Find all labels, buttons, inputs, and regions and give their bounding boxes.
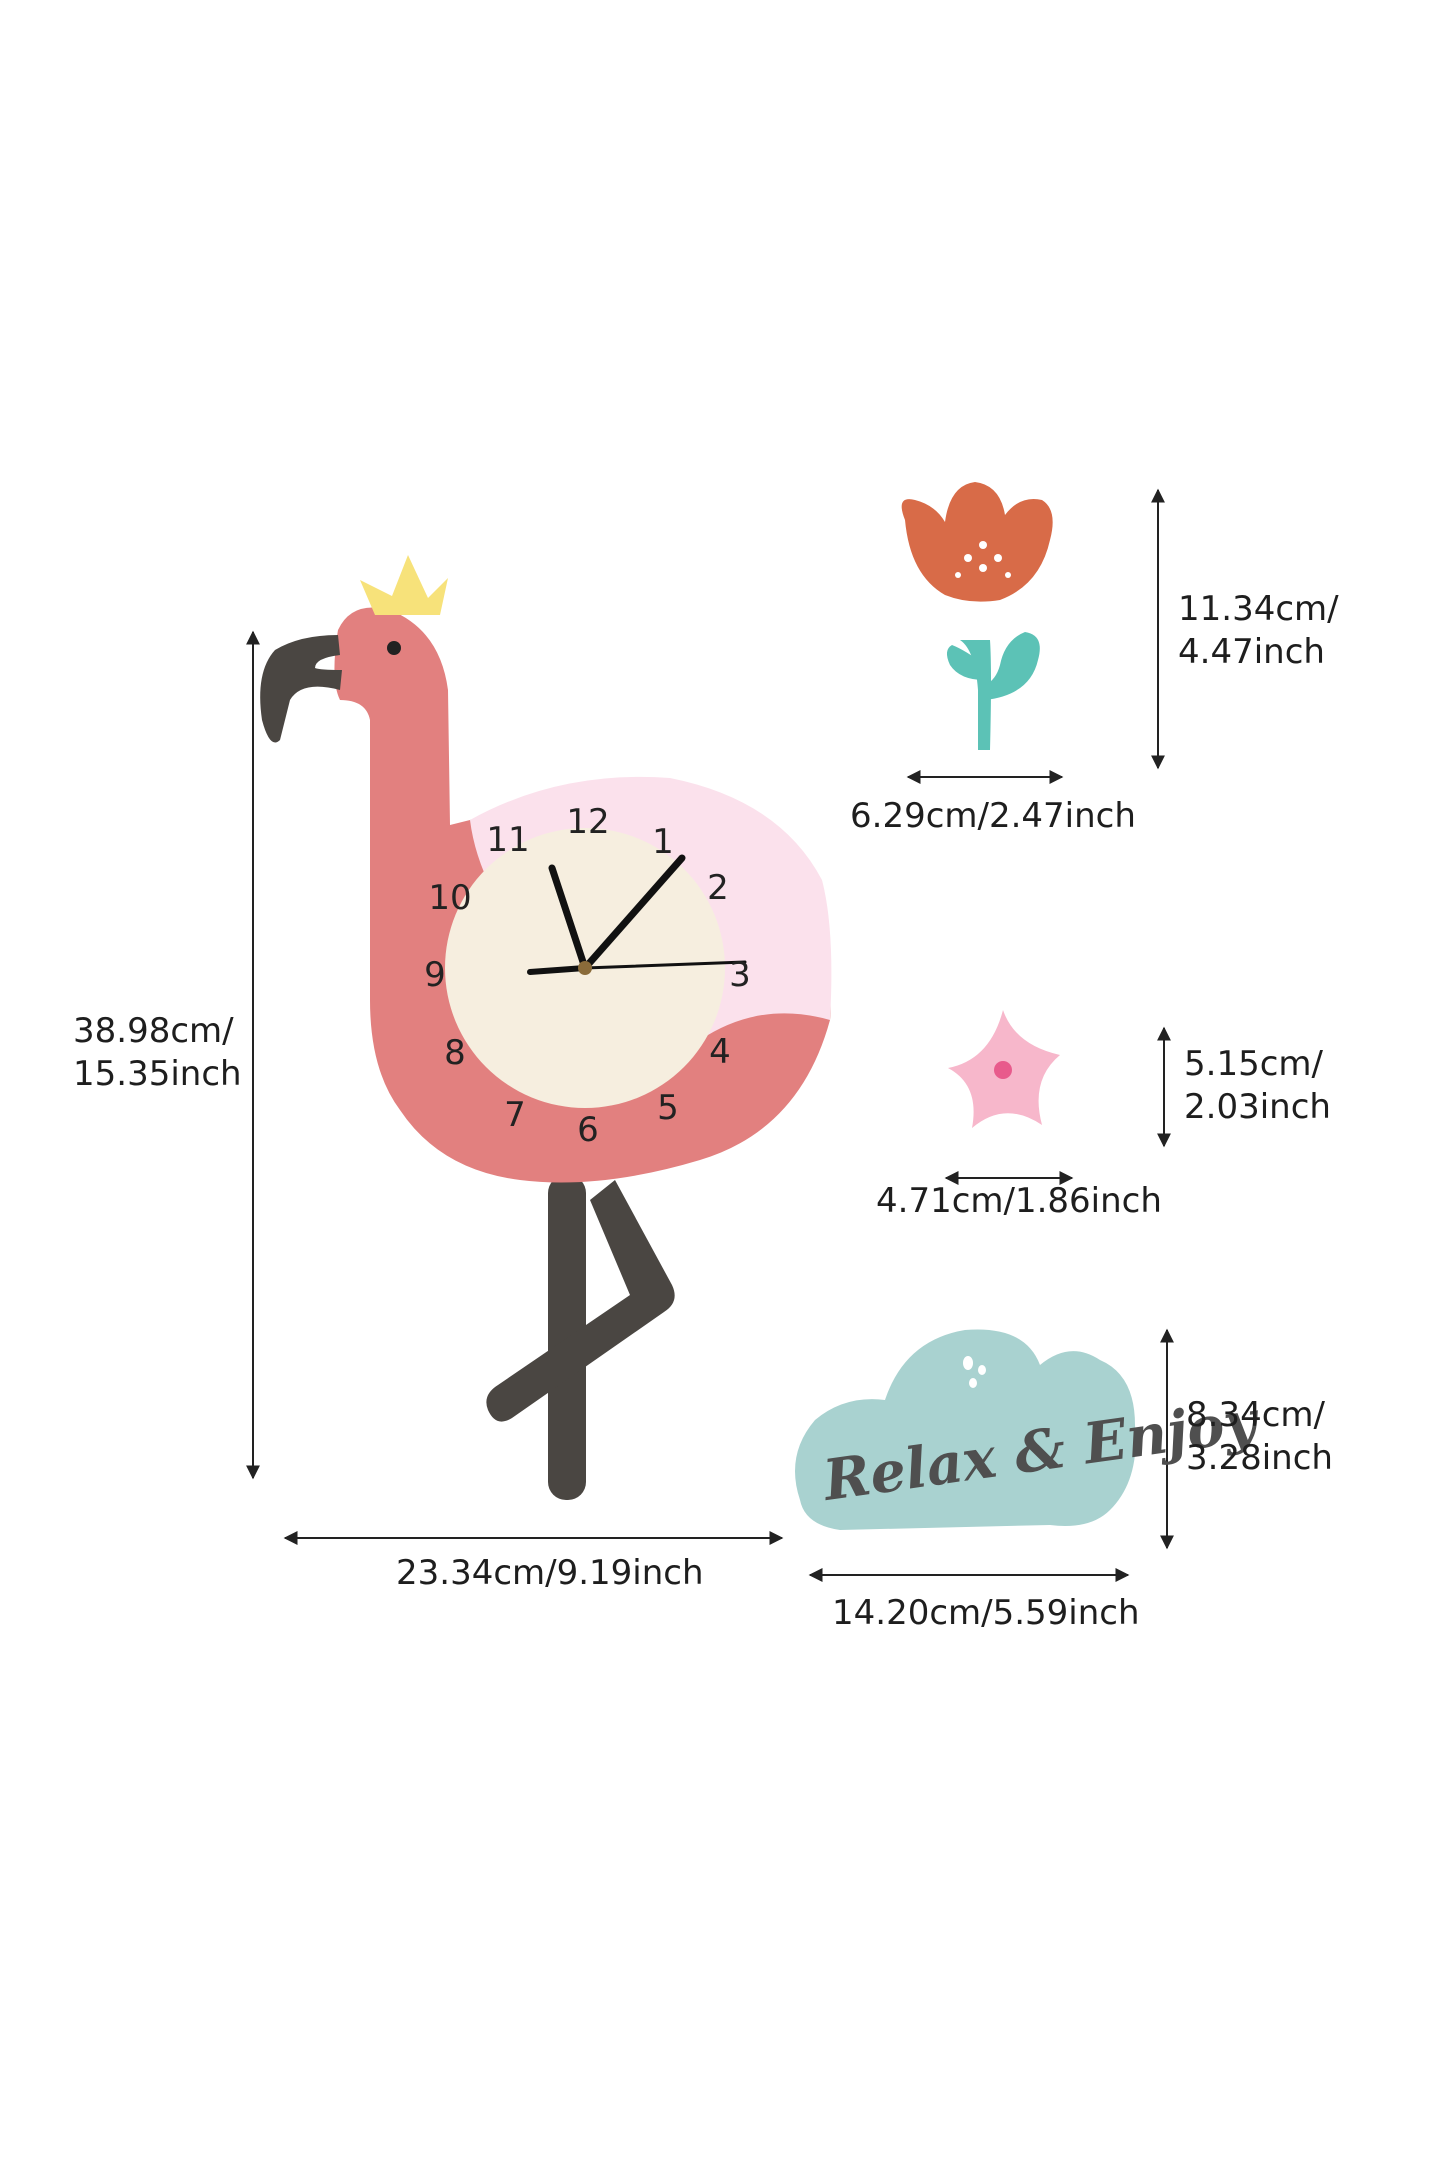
crown-icon: [360, 555, 448, 615]
clock-number-2: 2: [707, 868, 729, 908]
flower-width-label: 6.29cm/2.47inch: [850, 796, 1136, 836]
flower-illustration: [901, 482, 1053, 750]
flamingo-width-label: 23.34cm/9.19inch: [396, 1553, 704, 1593]
clock-number-11: 11: [486, 820, 530, 860]
flower-height-label: 11.34cm/ 4.47inch: [1178, 589, 1339, 672]
clock-number-10: 10: [428, 878, 472, 918]
cloud-illustration: [795, 1329, 1136, 1530]
clock-number-6: 6: [577, 1110, 599, 1150]
flamingo-legs: [486, 1175, 675, 1500]
small-flower-illustration: [948, 1010, 1060, 1128]
small-flower-height-label: 5.15cm/ 2.03inch: [1184, 1044, 1331, 1127]
cloud-width-label: 14.20cm/5.59inch: [832, 1593, 1140, 1633]
clock-number-4: 4: [709, 1032, 731, 1072]
clock-number-5: 5: [657, 1088, 679, 1128]
flamingo-beak: [260, 635, 342, 743]
flamingo-eye: [387, 641, 401, 655]
clock-number-3: 3: [729, 955, 751, 995]
cloud-height-label: 8.34cm/ 3.28inch: [1186, 1395, 1333, 1478]
clock-number-1: 1: [652, 822, 674, 862]
clock-number-12: 12: [566, 802, 610, 842]
small-flower-width-label: 4.71cm/1.86inch: [876, 1181, 1162, 1221]
flamingo-height-label: 38.98cm/ 15.35inch: [73, 1011, 242, 1094]
clock-number-7: 7: [504, 1095, 526, 1135]
cloud-dots: [963, 1356, 986, 1388]
clock-number-9: 9: [424, 955, 446, 995]
clock-hands: [527, 854, 747, 975]
dimension-lines: [246, 488, 1174, 1582]
clock-number-8: 8: [444, 1033, 466, 1073]
